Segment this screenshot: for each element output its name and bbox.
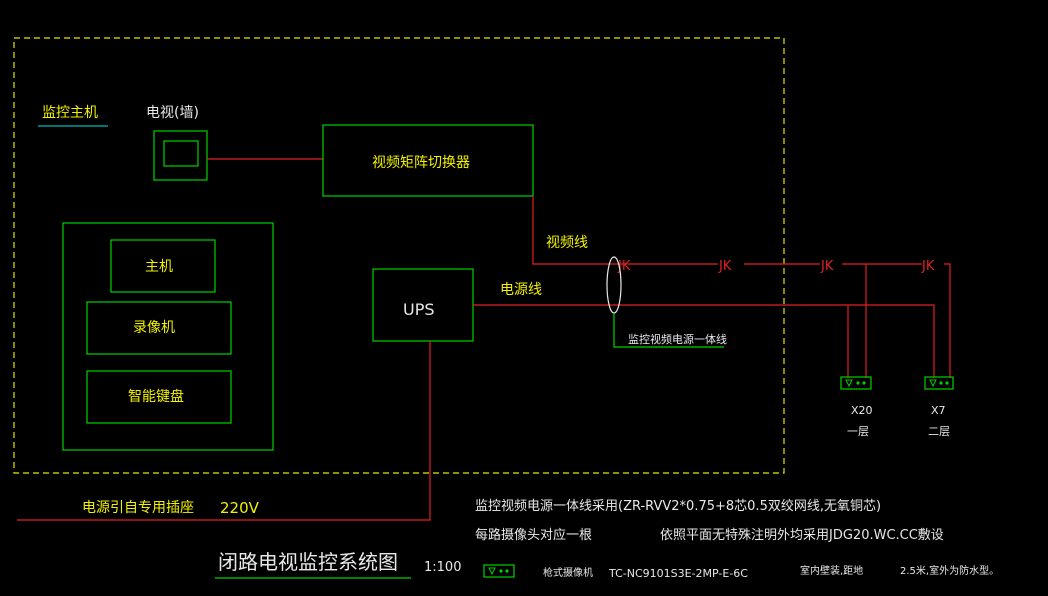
power-line-label: 电源线 (500, 282, 542, 298)
jk-label-4: JK (921, 259, 935, 274)
recorder-box (86, 301, 232, 355)
jk-label-2: JK (718, 259, 732, 274)
cam1-floor: 一层 (847, 425, 869, 438)
trunk-end (944, 263, 951, 378)
legend-camera-icon (483, 564, 515, 578)
note-line-1: 监控视频电源一体线采用(ZR-RVV2*0.75+8芯0.5双绞网线,无氧铜芯) (475, 498, 881, 514)
video-line (532, 196, 615, 265)
equipment-cabinet (62, 222, 274, 451)
note-line-2a: 每路摄像头对应一根 (475, 527, 592, 543)
ups-label: UPS (403, 300, 435, 319)
keyboard-label: 智能键盘 (128, 388, 184, 405)
drop-cam2-power (862, 304, 935, 378)
legend-height: 2.5米,室外为防水型。 (900, 564, 999, 577)
host-label: 主机 (145, 259, 173, 275)
diagram-title: 闭路电视监控系统图 (218, 550, 398, 574)
combo-cable-label: 监控视频电源一体线 (628, 332, 727, 346)
scale-label: 1:100 (424, 560, 461, 575)
tv-wall-outer (153, 130, 208, 181)
legend-model: TC-NC9101S3E-2MP-E-6C (608, 567, 748, 580)
host-area-boundary (13, 37, 785, 474)
host-area-label: 监控主机 (42, 105, 98, 121)
cam1-qty: X20 (851, 404, 873, 417)
power-source-label: 电源引自专用插座 (82, 500, 194, 516)
matrix-switcher-label: 视频矩阵切换器 (372, 154, 470, 171)
cam2-floor: 二层 (928, 425, 950, 438)
voltage-label: 220V (220, 499, 260, 517)
note-line-2b: 依照平面无特殊注明外均采用JDG20.WC.CC敷设 (660, 528, 944, 543)
host-box (110, 239, 216, 293)
tv-screen-icon (163, 140, 199, 167)
recorder-label: 录像机 (133, 320, 175, 336)
combo-cable-leader (613, 313, 724, 348)
legend-install: 室内壁装,距地 (800, 564, 863, 577)
matrix-switcher-box (322, 124, 534, 197)
camera-icon-2 (924, 376, 954, 390)
cam2-qty: X7 (931, 404, 946, 417)
mains-feed-line (17, 341, 431, 521)
tv-wall-label: 电视(墙) (146, 105, 199, 121)
jk-label-3: JK (820, 259, 834, 274)
legend-name: 枪式摄像机 (543, 566, 593, 579)
camera-icon-1 (840, 376, 872, 390)
video-line-label: 视频线 (546, 235, 588, 251)
keyboard-box (86, 370, 232, 424)
